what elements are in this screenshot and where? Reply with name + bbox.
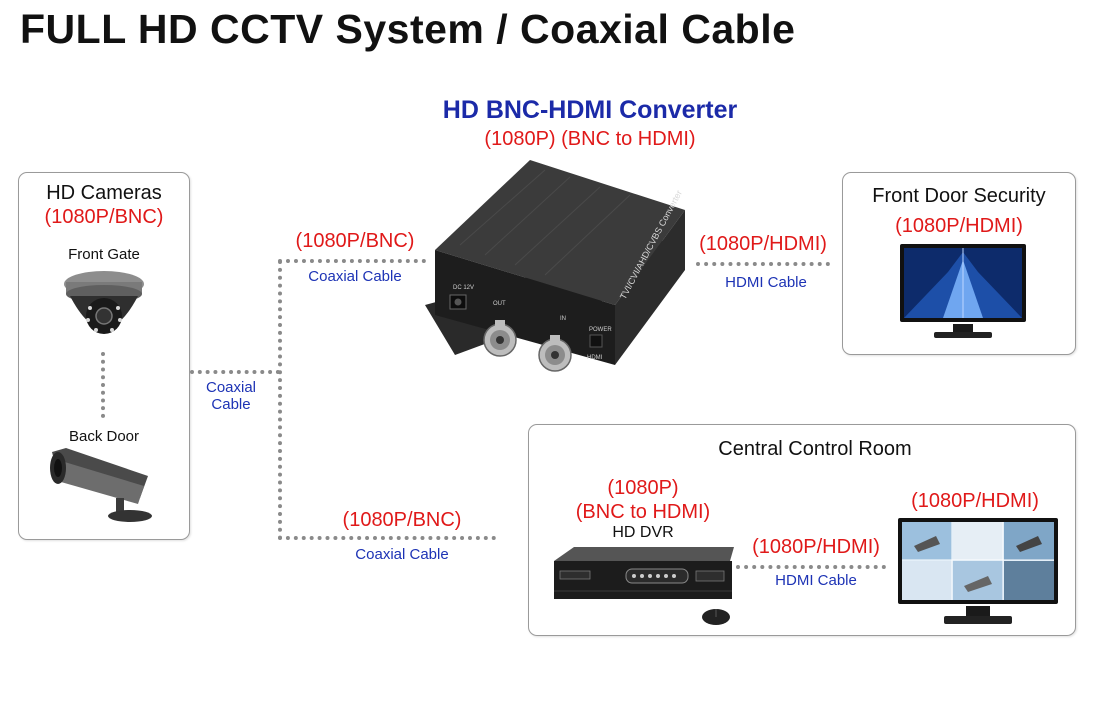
camera-back-door-label: Back Door [68, 428, 140, 445]
bnc-in-connector [538, 335, 572, 372]
control-room-monitor-image [896, 516, 1060, 628]
dvr-spec: (1080P) (BNC to HDMI) [575, 477, 711, 523]
converter-spec: (1080P) (BNC to HDMI) [484, 128, 696, 150]
bnc-out-connector [483, 320, 517, 357]
svg-text:DC 12V: DC 12V [453, 285, 474, 291]
control-room-link-spec: (1080P/HDMI) [752, 536, 880, 558]
svg-text:POWER: POWER [589, 327, 612, 333]
link-top-spec: (1080P/BNC) [295, 230, 415, 252]
converter-title: HD BNC-HDMI Converter [442, 96, 738, 124]
hdmi-link-top [696, 262, 830, 266]
svg-text:HDMI: HDMI [587, 355, 603, 361]
link-top-cable: Coaxial Cable [308, 268, 402, 285]
camera-link-dotted [101, 352, 105, 418]
coax-trunk-vertical [278, 260, 282, 540]
link-hdmi-top-spec: (1080P/HDMI) [699, 233, 827, 255]
front-door-monitor-image [898, 242, 1028, 342]
control-room-heading: Central Control Room [718, 438, 912, 460]
dome-camera-image [58, 266, 150, 348]
camera-front-gate-label: Front Gate [68, 246, 140, 263]
coax-branch-bottom [278, 536, 496, 540]
converter-device: TVI/CVI/AHD/CVBS Converter DC 12V OUT IN… [415, 155, 695, 380]
link-hdmi-top-cable: HDMI Cable [725, 274, 807, 291]
coax-trunk-left [190, 370, 280, 374]
control-room-link-cable: HDMI Cable [775, 572, 857, 589]
hdmi-link-bottom [736, 565, 886, 569]
svg-text:OUT: OUT [493, 301, 506, 307]
front-door-spec: (1080P/HDMI) [895, 215, 1023, 237]
front-door-heading: Front Door Security [872, 185, 1046, 207]
svg-text:IN: IN [560, 316, 566, 322]
page-title: FULL HD CCTV System / Coaxial Cable [20, 6, 796, 52]
link-bottom-cable: Coaxial Cable [355, 546, 449, 563]
dvr-image [550, 545, 736, 627]
cameras-heading: HD Cameras [46, 182, 162, 204]
bullet-camera-image [48, 446, 160, 524]
cameras-spec: (1080P/BNC) [44, 206, 164, 228]
coax-left-label: Coaxial Cable [205, 379, 257, 413]
control-room-monitor-spec: (1080P/HDMI) [911, 490, 1039, 512]
coax-branch-top [278, 259, 426, 263]
dvr-name: HD DVR [612, 524, 674, 541]
link-bottom-spec: (1080P/BNC) [342, 509, 462, 531]
